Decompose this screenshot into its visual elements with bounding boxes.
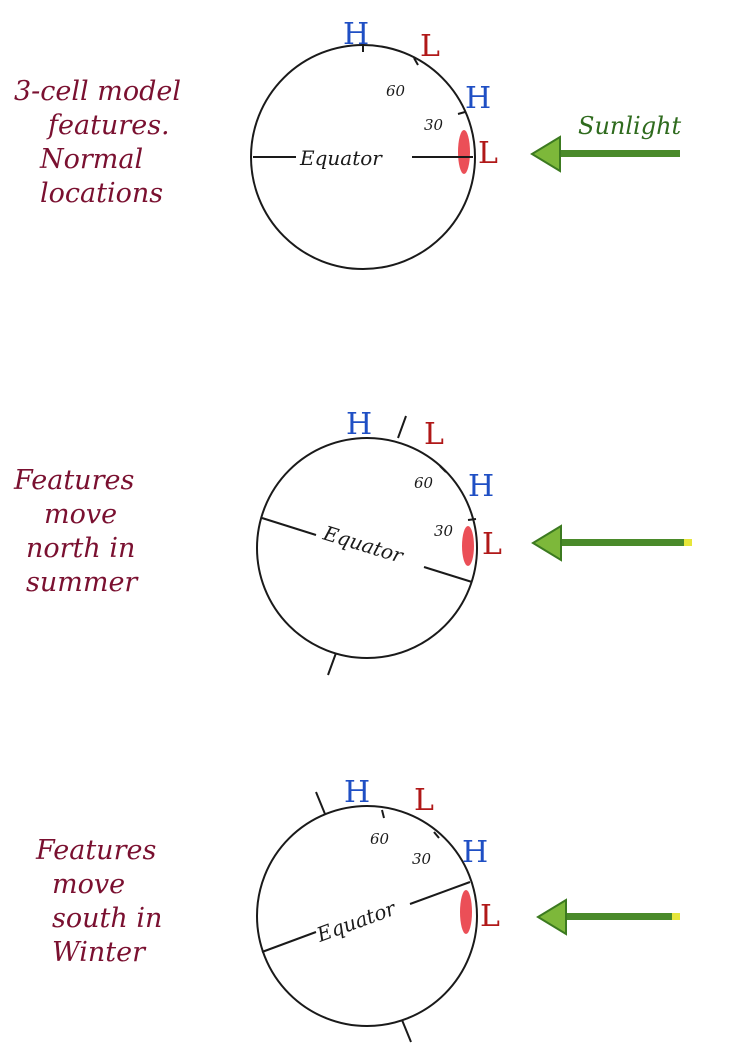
sunlight-arrow (530, 135, 680, 173)
caption-line: Normal (40, 144, 144, 175)
earth-circle (256, 805, 478, 1027)
equator-line (409, 881, 471, 905)
caption-line: Features (36, 835, 157, 866)
earth-diagram-normal: Equator 60 30 H L H L (250, 17, 680, 270)
south-pole-tick (401, 1019, 412, 1043)
caption-line: south in (52, 903, 163, 934)
sunlight-arrow (531, 524, 692, 562)
lat-tick-60 (439, 465, 447, 473)
equator-line (261, 517, 317, 536)
lat-tick-30 (467, 518, 477, 521)
lat-label-60: 60 (414, 474, 434, 492)
caption-summer: Features move north in summer (14, 464, 214, 600)
caption-line: north in (26, 533, 136, 564)
equator-label: Equator (299, 146, 383, 170)
caption-line: summer (26, 567, 138, 598)
pole-tick (397, 415, 407, 439)
lat-tick-30 (433, 831, 440, 839)
equator-line (261, 931, 317, 953)
caption-winter: Features move south in Winter (36, 834, 236, 970)
warm-zone (458, 130, 470, 174)
warm-zone (462, 526, 474, 566)
high-pressure-pole: H (346, 407, 372, 442)
caption-normal: 3-cell model features. Normal locations (14, 75, 214, 211)
equator-line (423, 566, 473, 583)
lat-label-30: 30 (412, 850, 432, 868)
lat-tick-30 (457, 111, 466, 115)
caption-line: move (44, 499, 118, 530)
caption-line: move (52, 869, 126, 900)
caption-line: Winter (52, 937, 146, 968)
equator-label: Equator (313, 896, 400, 947)
low-pressure-equator: L (478, 136, 498, 171)
high-pressure-pole: H (344, 775, 370, 810)
lat-tick-60 (413, 57, 419, 66)
low-pressure-60: L (424, 417, 444, 452)
high-pressure-30: H (468, 469, 494, 504)
sunlight-arrow (536, 898, 680, 936)
caption-line: 3-cell model (14, 76, 182, 107)
earth-circle (256, 437, 478, 659)
earth-diagram-summer: Equator 60 30 H L H L (256, 407, 692, 676)
low-pressure-60: L (414, 783, 434, 818)
lat-label-60: 60 (386, 82, 406, 100)
low-pressure-equator: L (482, 527, 502, 562)
panel-summer: Features move north in summer Equator 60… (0, 352, 736, 704)
lat-label-60: 60 (370, 830, 390, 848)
panel-winter: Features move south in Winter Equator 60… (0, 704, 736, 1056)
earth-diagram-winter: Equator 60 30 H L H L (256, 775, 680, 1043)
south-pole-tick (327, 652, 337, 676)
pole-tick (315, 791, 326, 815)
equator-label: Equator (320, 521, 408, 569)
high-pressure-30: H (465, 81, 491, 116)
caption-line: features. (48, 110, 170, 141)
caption-line: locations (40, 178, 164, 209)
lat-tick-60 (381, 809, 385, 819)
low-pressure-60: L (420, 29, 440, 64)
lat-label-30: 30 (424, 116, 444, 134)
warm-zone (460, 890, 472, 934)
lat-label-30: 30 (434, 522, 454, 540)
high-pressure-pole: H (343, 17, 369, 52)
low-pressure-equator: L (480, 899, 500, 934)
high-pressure-30: H (462, 835, 488, 870)
panel-normal: 3-cell model features. Normal locations … (0, 0, 736, 352)
caption-line: Features (14, 465, 135, 496)
sunlight-label: Sunlight (578, 112, 682, 140)
